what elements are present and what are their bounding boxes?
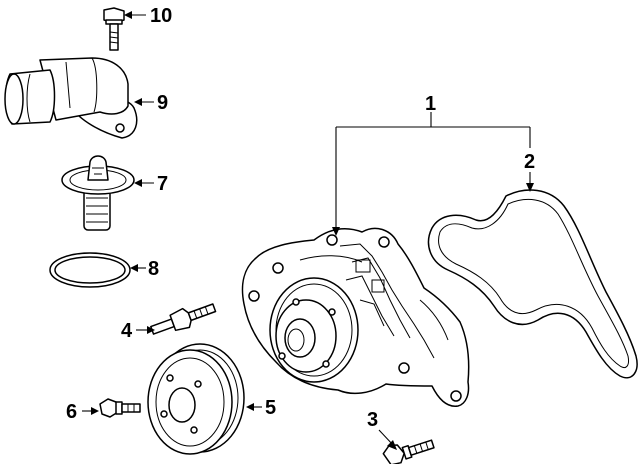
leader-2 <box>526 172 534 192</box>
callout-8: 8 <box>148 258 159 280</box>
gasket-8 <box>49 252 131 288</box>
bolt-10 <box>103 7 125 51</box>
pulley-5 <box>147 343 245 455</box>
callout-3: 3 <box>367 409 378 431</box>
callout-6: 6 <box>66 401 77 423</box>
callout-2: 2 <box>524 151 535 173</box>
bolt-3 <box>382 439 435 464</box>
thermostat-7 <box>61 155 135 231</box>
thermostat-housing-9 <box>4 57 138 139</box>
leader-4 <box>136 326 155 334</box>
leader-8 <box>130 264 146 272</box>
leader-10 <box>124 11 146 19</box>
stud-4 <box>150 303 217 335</box>
leader-7 <box>134 179 154 187</box>
leader-1 <box>332 112 531 236</box>
leader-9 <box>134 98 154 106</box>
leader-3 <box>378 429 397 450</box>
leader-6 <box>82 407 99 415</box>
callout-4: 4 <box>121 320 133 342</box>
leader-5 <box>246 403 262 411</box>
water-pump-1 <box>241 227 470 407</box>
callout-1: 1 <box>425 93 436 115</box>
callout-5: 5 <box>265 397 276 419</box>
callout-10: 10 <box>150 5 172 27</box>
callout-9: 9 <box>157 92 168 114</box>
drive-belt-2 <box>427 189 638 379</box>
bolt-6 <box>99 398 141 418</box>
callout-7: 7 <box>157 173 168 195</box>
